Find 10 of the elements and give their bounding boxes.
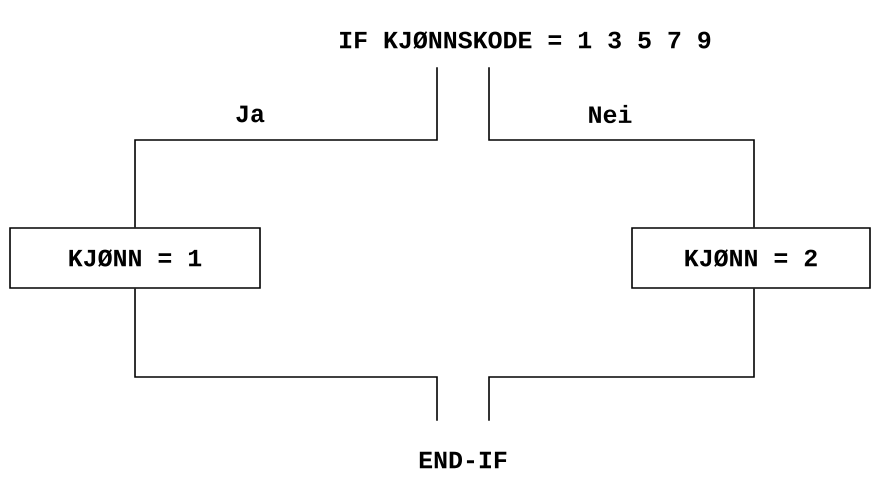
condition-text: END-IF <box>420 452 506 468</box>
connector-line <box>134 67 438 228</box>
connector-line <box>134 288 438 421</box>
process-box: KJØNN = 2 <box>631 227 871 289</box>
edge-label: Ja <box>236 106 264 122</box>
connector-line <box>488 67 755 228</box>
condition-text: IF KJØNNSKODE = 1 3 5 7 9 <box>340 31 710 49</box>
edge-label: Nei <box>589 104 632 124</box>
process-box: KJØNN = 1 <box>9 227 261 289</box>
connector-line <box>488 288 755 421</box>
